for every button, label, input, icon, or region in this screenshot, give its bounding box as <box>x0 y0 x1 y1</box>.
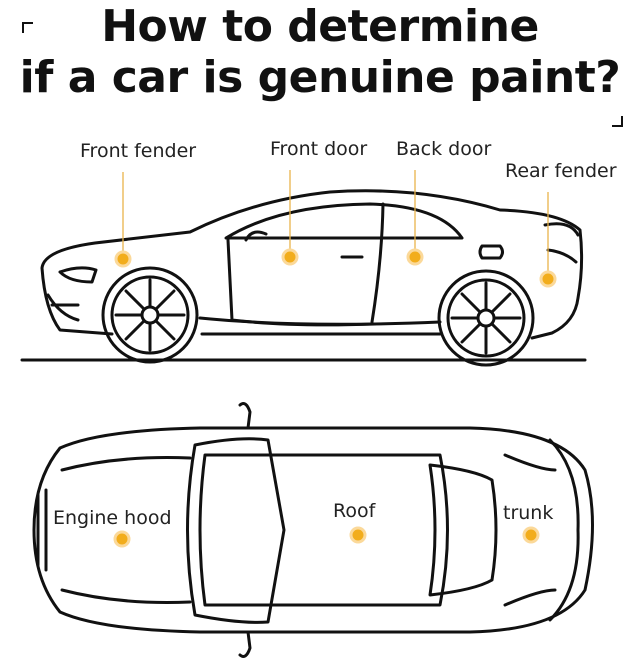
label-back-door: Back door <box>396 138 492 160</box>
marker-trunk <box>522 526 540 544</box>
marker-engine-hood <box>113 530 131 548</box>
side-window <box>224 202 464 240</box>
label-rear-fender: Rear fender <box>505 160 617 182</box>
front-wheel <box>110 275 190 355</box>
rear-wheel-arch <box>437 269 535 367</box>
side-body-outline <box>40 189 584 340</box>
marker-back-door <box>406 248 424 266</box>
rear-top-lines <box>548 438 580 622</box>
marker-front-fender <box>114 250 132 268</box>
rear-window <box>428 463 498 597</box>
label-roof: Roof <box>333 500 376 522</box>
title-line-1: How to determine <box>101 1 539 52</box>
top-body-outline <box>32 426 594 634</box>
marker-roof <box>349 526 367 544</box>
marker-front-door <box>281 248 299 266</box>
headlight <box>58 266 98 284</box>
corner-mark-bottom-right <box>612 116 623 127</box>
label-trunk: trunk <box>503 502 554 524</box>
mirror-bottom <box>238 630 252 658</box>
rear-wheel <box>446 278 526 358</box>
taillight <box>546 248 578 264</box>
windshield <box>186 437 286 624</box>
title-line-2: if a car is genuine paint? <box>19 52 621 103</box>
roof-outline <box>198 453 449 607</box>
front-grille-top <box>36 488 48 572</box>
fuel-cap <box>478 244 504 260</box>
trunk-lines <box>503 453 557 607</box>
side-mirror <box>244 230 268 242</box>
marker-rear-fender <box>539 270 557 288</box>
mirror-top <box>238 402 252 430</box>
door-line-front <box>226 238 377 327</box>
sill-line <box>198 316 442 326</box>
label-front-door: Front door <box>270 138 368 160</box>
door-line-b <box>370 202 385 324</box>
hood-line <box>60 456 192 604</box>
front-grille <box>46 293 80 322</box>
corner-mark-top-left <box>22 22 33 33</box>
label-front-fender: Front fender <box>80 140 197 162</box>
label-engine-hood: Engine hood <box>53 507 172 529</box>
spoiler <box>543 222 580 237</box>
front-wheel-arch <box>101 266 199 364</box>
